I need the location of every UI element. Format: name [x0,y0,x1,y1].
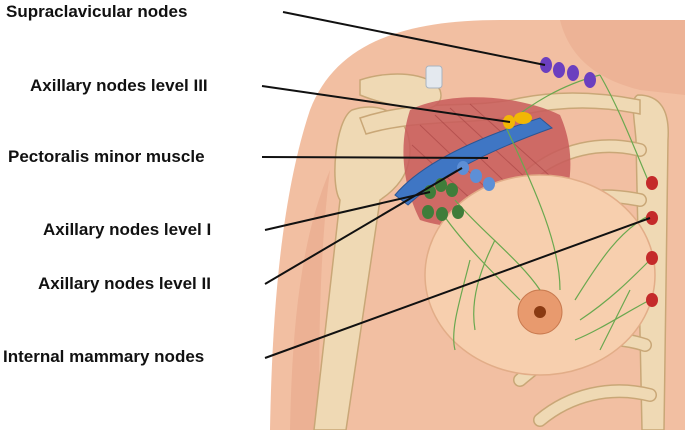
leader-line-internal-mammary [264,217,651,359]
leader-line-pectoralis-minor [261,156,489,159]
nipple [534,306,546,318]
leader-line-axillary-i [264,191,431,231]
label-axillary-nodes-level-ii: Axillary nodes level II [38,274,211,293]
axillary-i-node [452,205,464,219]
leader-lines [261,11,651,359]
supraclavicular-node-group [540,57,596,88]
axillary-ii-node [483,177,495,191]
label-supraclavicular-nodes: Supraclavicular nodes [6,2,188,21]
internal-mammary-node [646,176,658,190]
internal-mammary-node [646,211,658,225]
axillary-ii-node [457,161,469,175]
internal-mammary-node [646,293,658,307]
label-axillary-nodes-level-iii: Axillary nodes level III [30,76,208,95]
leader-line-supraclavicular [282,11,546,66]
supraclavicular-node [567,65,579,81]
shoulder-shadow [290,170,330,430]
label-axillary-nodes-level-i: Axillary nodes level I [43,220,212,239]
axillary-ii-node-group [457,161,495,191]
leader-line-axillary-iii [261,85,511,123]
axillary-iii-node [514,112,532,124]
coracoid [425,65,443,89]
supraclavicular-node [553,62,565,78]
supraclavicular-node [540,57,552,73]
axillary-i-node [436,207,448,221]
axillary-ii-node [470,169,482,183]
leader-line-axillary-ii [264,167,463,285]
lymph-vessels [439,74,651,351]
label-internal-mammary-nodes: Internal mammary nodes [3,347,205,366]
breast [424,174,656,376]
neck-shadow [560,20,685,95]
axillary-i-node [422,205,434,219]
axillary-i-node [446,183,458,197]
label-pectoralis-minor-muscle: Pectoralis minor muscle [8,147,205,166]
internal-mammary-node [646,251,658,265]
internal-mammary-node-group [646,176,658,307]
supraclavicular-node [584,72,596,88]
